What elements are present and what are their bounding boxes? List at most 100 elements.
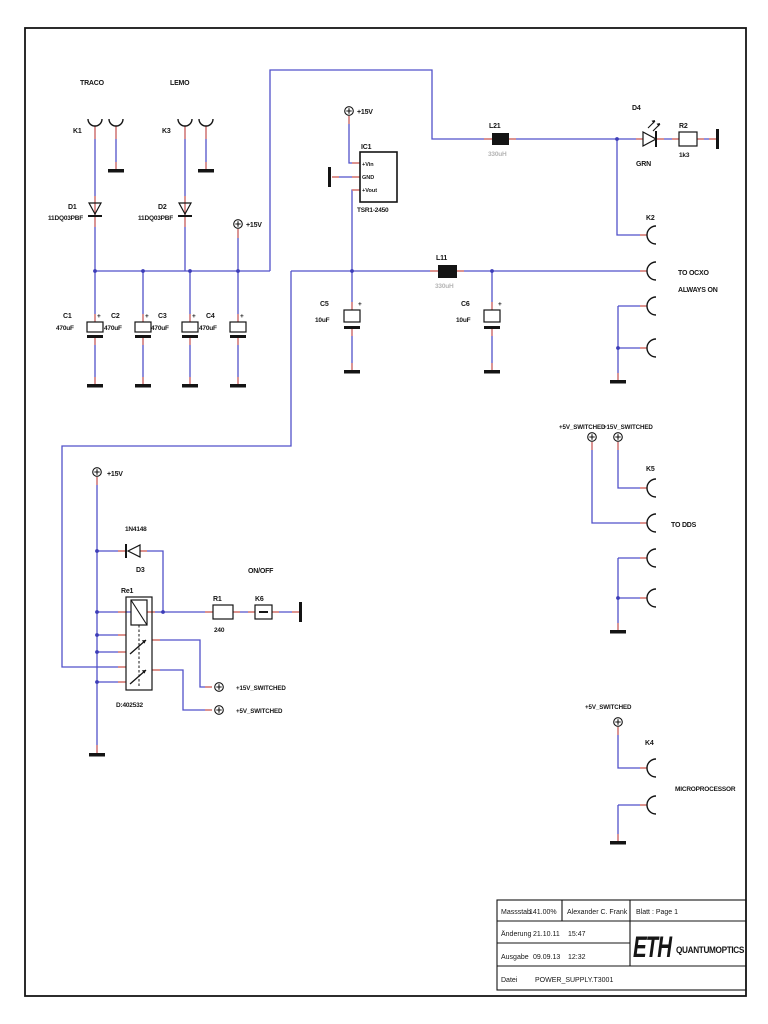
pin-stubs [94, 116, 716, 841]
input-socket-arcs [87, 118, 214, 127]
aenderung-date: 21.10.11 [533, 931, 560, 938]
relay-symbol [125, 596, 153, 691]
ic1-box [359, 151, 398, 203]
d2-symbol [177, 202, 193, 216]
title-block: Massstab 141.00% Alexander C. Frank Blat… [496, 899, 747, 991]
d4-led-symbol [642, 130, 658, 148]
title-block-grid [496, 899, 747, 991]
microprocessor-label: MICROPROCESSOR [675, 786, 736, 793]
l11-symbol [438, 265, 457, 278]
power-flag-icons [92, 106, 623, 727]
capacitor-symbols [86, 309, 501, 338]
c5-value: 10uF [315, 317, 330, 324]
d1-ref: D1 [68, 204, 77, 211]
labels: TRACO LEMO K1 K3 D1 11DQ03PBF D2 11DQ03P… [48, 80, 736, 793]
junction-dots [93, 137, 620, 684]
p15v-ic-label: +15V [357, 109, 373, 116]
r2-value: 1k3 [679, 152, 690, 159]
aenderung-time: 15:47 [568, 931, 586, 938]
r1-ref: R1 [213, 596, 222, 603]
onoff-label: ON/OFF [248, 568, 274, 575]
k3-label: K3 [162, 128, 171, 135]
r2-symbol [678, 131, 698, 147]
ground-bars [87, 129, 719, 845]
ic1-pin-vout: +Vout [362, 188, 377, 194]
c3-value: 470uF [151, 325, 169, 332]
c1-ref: C1 [63, 313, 72, 320]
aenderung-label: Änderung [501, 930, 531, 938]
k6-jumper-symbol [254, 604, 273, 620]
massstab-label: Massstab [501, 909, 531, 916]
blatt: Blatt : Page 1 [636, 909, 678, 916]
c1-value: 470uF [56, 325, 74, 332]
ausgabe-label: Ausgabe [501, 954, 529, 961]
d3-value: 1N4148 [125, 526, 147, 533]
p15v-bus-label: +15V [246, 222, 262, 229]
ic1-pin-vin: +Vin [362, 162, 374, 168]
c5-plus: + [358, 301, 362, 308]
ic1-pin-gnd: GND [362, 175, 374, 181]
d1-symbol [87, 202, 103, 216]
author: Alexander C. Frank [567, 909, 628, 916]
d3-ref: D3 [136, 567, 145, 574]
c6-ref: C6 [461, 301, 470, 308]
d4-ref: D4 [632, 105, 641, 112]
datei-value: POWER_SUPPLY.T3001 [535, 977, 613, 984]
traco-label: TRACO [80, 80, 105, 87]
d4-color: GRN [636, 161, 651, 168]
c6-value: 10uF [456, 317, 471, 324]
datei-label: Datei [501, 977, 518, 984]
c3-plus: + [192, 313, 196, 320]
d2-ref: D2 [158, 204, 167, 211]
c4-plus: + [240, 313, 244, 320]
k6-label: K6 [255, 596, 264, 603]
c2-plus: + [145, 313, 149, 320]
ic1-ref: IC1 [361, 144, 372, 151]
sw5-top-label: +5V_SWITCHED [559, 424, 606, 431]
c1-plus: + [97, 313, 101, 320]
massstab-value: 141.00% [529, 909, 557, 916]
ausgabe-date: 09.09.13 [533, 954, 560, 961]
k1-label: K1 [73, 128, 82, 135]
sw15-out-label: +15V_SWITCHED [236, 685, 286, 692]
relay-ref: Re1 [121, 588, 134, 595]
sw5-k4-label: +5V_SWITCHED [585, 704, 632, 711]
k2-label: K2 [646, 215, 655, 222]
ocxo-label-2: ALWAYS ON [678, 287, 718, 294]
lemo-label: LEMO [170, 80, 190, 87]
l21-value: 330uH [488, 151, 507, 158]
r2-ref: R2 [679, 123, 688, 130]
c2-ref: C2 [111, 313, 120, 320]
k5-label: K5 [646, 466, 655, 473]
l21-symbol [492, 133, 509, 145]
c2-value: 470uF [104, 325, 122, 332]
company-name: QUANTUMOPTICS [676, 945, 744, 955]
dds-label: TO DDS [671, 522, 697, 529]
eth-logo: ETH [633, 931, 673, 964]
c5-ref: C5 [320, 301, 329, 308]
c3-ref: C3 [158, 313, 167, 320]
sw5-out-label: +5V_SWITCHED [236, 708, 283, 715]
ocxo-label-1: TO OCXO [678, 270, 710, 277]
l21-ref: L21 [489, 123, 501, 130]
l11-ref: L11 [436, 255, 447, 262]
d1-value: 11DQ03PBF [48, 215, 83, 222]
r1-symbol [212, 604, 234, 620]
wire-net [61, 69, 716, 841]
diode-symbols [87, 120, 661, 558]
ic1-part: TSR1-2450 [357, 207, 389, 214]
relay-value: D:402532 [116, 702, 144, 709]
r1-value: 240 [214, 627, 225, 634]
output-connector-arcs [646, 225, 657, 815]
l11-value: 330uH [435, 283, 454, 290]
ausgabe-time: 12:32 [568, 954, 586, 961]
c4-ref: C4 [206, 313, 215, 320]
d2-value: 11DQ03PBF [138, 215, 173, 222]
p15v-relay-label: +15V [107, 471, 123, 478]
c4-value: 470uF [199, 325, 217, 332]
c6-plus: + [498, 301, 502, 308]
k4-label: K4 [645, 740, 654, 747]
sw15-top-label: +15V_SWITCHED [603, 424, 653, 431]
